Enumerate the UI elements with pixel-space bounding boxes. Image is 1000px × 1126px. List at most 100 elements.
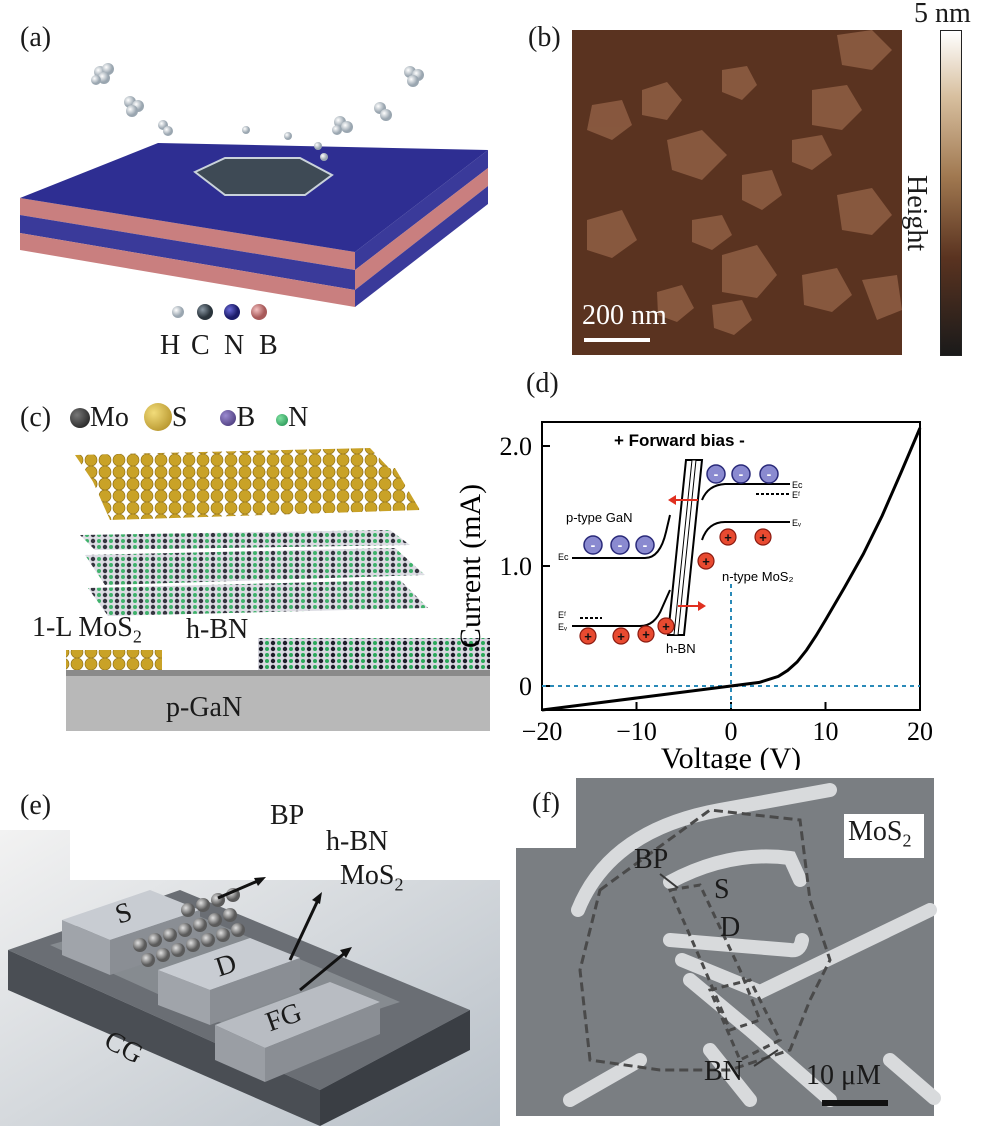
hbn-growth-illustration — [20, 63, 488, 320]
mos2-flake-outline — [578, 808, 832, 1072]
fg-device-illustration — [0, 770, 500, 1126]
legend-h: H — [160, 330, 181, 361]
hole-sign: + — [702, 554, 710, 569]
bp-label-f: BP — [634, 844, 669, 875]
legend-mo: Mo — [90, 402, 129, 433]
electron-sign: - — [618, 537, 623, 553]
electrode-5 — [683, 973, 837, 1107]
hole-sign: + — [642, 627, 650, 642]
hole-icon — [579, 627, 597, 645]
electron-sign: - — [767, 466, 772, 482]
source-label-f: S — [714, 874, 730, 905]
legend-n: N — [288, 402, 309, 433]
electron-sign: - — [591, 537, 596, 553]
s-ball-icon — [143, 403, 172, 431]
mos2-label-f: MoS2 — [848, 816, 912, 851]
hole-sign: + — [617, 629, 625, 644]
hole-sign: + — [759, 530, 767, 545]
drain-label-f: D — [720, 912, 741, 943]
slab-top-surface — [20, 143, 488, 252]
electrode-2 — [663, 849, 807, 889]
colorbar-max-label: 5 nm — [914, 0, 971, 29]
ev-right: Eᵥ — [792, 518, 801, 528]
electron-icon — [731, 464, 751, 484]
atom-legend-c: Mo S B N — [70, 402, 308, 434]
hole-icon — [754, 528, 772, 546]
hole-sign: + — [662, 619, 670, 634]
n-ball-icon — [276, 414, 289, 426]
panel-f-label: (f) — [532, 788, 560, 819]
panel-a-label: (a) — [20, 22, 52, 53]
legend-b: B — [236, 402, 256, 433]
hydrogen-molecules — [91, 63, 424, 161]
electron-icon — [706, 464, 726, 484]
mo-ball-icon — [70, 408, 90, 428]
electrode-6 — [703, 1043, 757, 1107]
hole-icon — [697, 552, 715, 570]
hbn-label-c: h-BN — [186, 614, 249, 645]
n-type-label: n-type MoS₂ — [722, 569, 794, 584]
bp-label-e: BP — [270, 800, 305, 831]
hole-sign: + — [724, 530, 732, 545]
legend-n-ball — [224, 304, 240, 320]
bp-flake-outline — [667, 883, 762, 1032]
legend-c-ball — [197, 304, 213, 320]
floating-gate — [215, 982, 380, 1048]
heterostructure-illustration — [66, 448, 490, 731]
slab-front-face — [20, 198, 355, 270]
source-electrode — [62, 890, 200, 940]
scale-bar-b — [584, 338, 650, 342]
bn-pointer — [753, 1049, 779, 1067]
scale-bar-b-label: 200 nm — [582, 300, 667, 331]
x-axis-label: Voltage (V) — [661, 742, 801, 770]
electron-sign: - — [714, 466, 719, 482]
x-tick-label: 10 — [813, 717, 839, 746]
ec-right: Eᴄ — [792, 480, 803, 490]
hole-icon — [719, 528, 737, 546]
hole-sign: + — [584, 629, 592, 644]
y-tick-label: 0 — [519, 672, 532, 701]
hole-icon — [637, 625, 655, 643]
legend-c: C — [191, 330, 210, 361]
legend-b: B — [259, 330, 278, 361]
bp-arrow — [217, 878, 261, 900]
bp-pointer — [659, 873, 679, 889]
hbn-layer-1 — [80, 530, 410, 550]
p-type-label: p-type GaN — [566, 510, 632, 525]
panel-b: (b) 200 nm 5 nm Height — [500, 0, 1000, 370]
mos2-label-e: MoS2 — [340, 860, 404, 895]
forward-bias-label: + Forward bias - — [614, 431, 745, 450]
hbn-label-e: h-BN — [326, 826, 389, 857]
hbn-arrow — [288, 899, 320, 961]
bp-atoms — [133, 888, 245, 967]
bn-flake-outline — [707, 978, 783, 1063]
electron-icon — [610, 535, 630, 555]
x-tick-label: −20 — [522, 717, 563, 746]
hole-icon — [612, 627, 630, 645]
panel-a: (a) — [0, 0, 490, 370]
electron-sign: - — [643, 537, 648, 553]
electrode-7 — [883, 1053, 941, 1105]
panel-e: (e) — [0, 770, 500, 1126]
drain-electrode — [158, 938, 300, 990]
hbn-layer-3 — [88, 580, 428, 616]
y-tick-label: 1.0 — [500, 552, 533, 581]
panel-c-label: (c) — [20, 402, 52, 433]
b-ball-icon — [220, 410, 237, 426]
ev-left: Eᵥ — [558, 622, 567, 632]
valence-band — [572, 589, 671, 627]
height-colorbar — [940, 30, 962, 356]
legend-s: S — [171, 402, 188, 433]
electron-sign: - — [739, 466, 744, 482]
x-tick-label: 20 — [907, 717, 933, 746]
electrode-4 — [675, 903, 937, 1000]
legend-h-ball — [172, 306, 184, 318]
y-tick-label: 2.0 — [500, 432, 533, 461]
colorbar-label: Height — [901, 175, 932, 252]
conduction-band — [572, 514, 671, 559]
afm-image — [572, 30, 902, 355]
atom-legend: H C N B — [160, 330, 283, 362]
y-axis-label: Current (mA) — [454, 484, 487, 648]
optical-micrograph — [516, 778, 941, 1116]
